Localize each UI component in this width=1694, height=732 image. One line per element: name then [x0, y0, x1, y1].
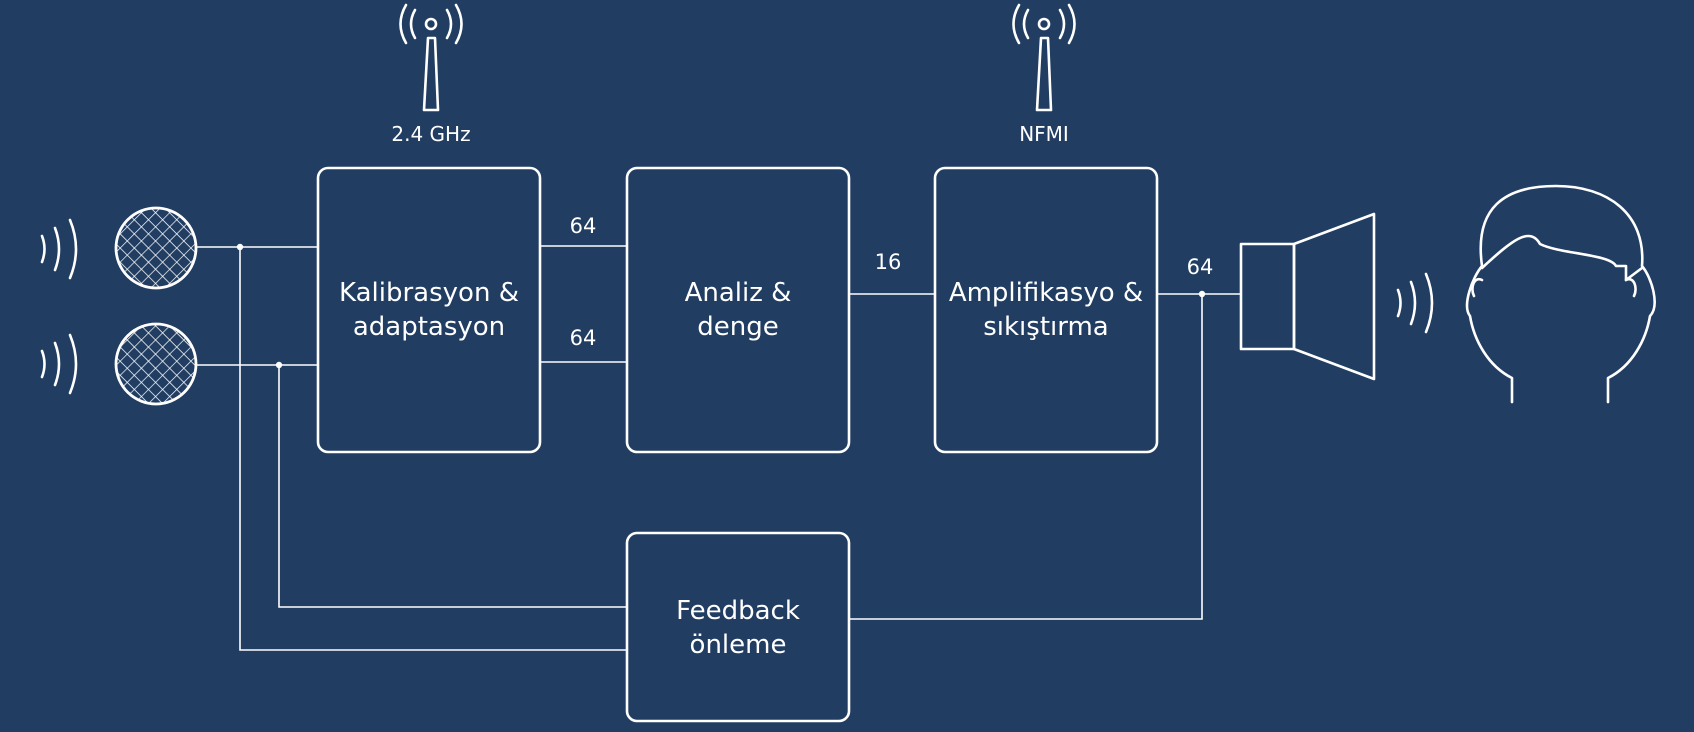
- calibration-block-label: adaptasyon: [353, 312, 505, 342]
- microphone-icon: [114, 206, 198, 290]
- feedback-block: Feedback önleme: [625, 531, 851, 723]
- antenna-icon: [399, 3, 463, 112]
- sound-wave-icon: [40, 333, 78, 395]
- sound-wave-icon: [1396, 272, 1434, 334]
- calibration-block: Kalibrasyon & adaptasyon: [316, 166, 542, 454]
- antenna-label: 2.4 GHz: [391, 122, 470, 146]
- amplification-block-label: sıkıştırma: [983, 312, 1109, 342]
- edge-label: 64: [570, 326, 597, 350]
- head-icon: [1465, 184, 1656, 404]
- analysis-block-label: denge: [697, 312, 778, 342]
- connection-lines: [196, 243, 1241, 651]
- edge-label: 16: [875, 250, 902, 274]
- feedback-block-label: Feedback: [676, 596, 800, 626]
- microphone-icon: [114, 322, 198, 406]
- speaker-icon: [1239, 212, 1376, 381]
- analysis-block: Analiz & denge: [625, 166, 851, 454]
- antenna-label: NFMI: [1019, 122, 1069, 146]
- calibration-block-label: Kalibrasyon &: [339, 278, 519, 308]
- amplification-block-label: Amplifikasyo &: [949, 278, 1143, 308]
- analysis-block-label: Analiz &: [685, 278, 792, 308]
- feedback-block-label: önleme: [690, 630, 787, 660]
- edge-label: 64: [1187, 255, 1214, 279]
- antenna-icon: [1012, 3, 1076, 112]
- sound-wave-icon: [40, 218, 78, 280]
- amplification-block: Amplifikasyo & sıkıştırma: [933, 166, 1159, 454]
- edge-label: 64: [570, 214, 597, 238]
